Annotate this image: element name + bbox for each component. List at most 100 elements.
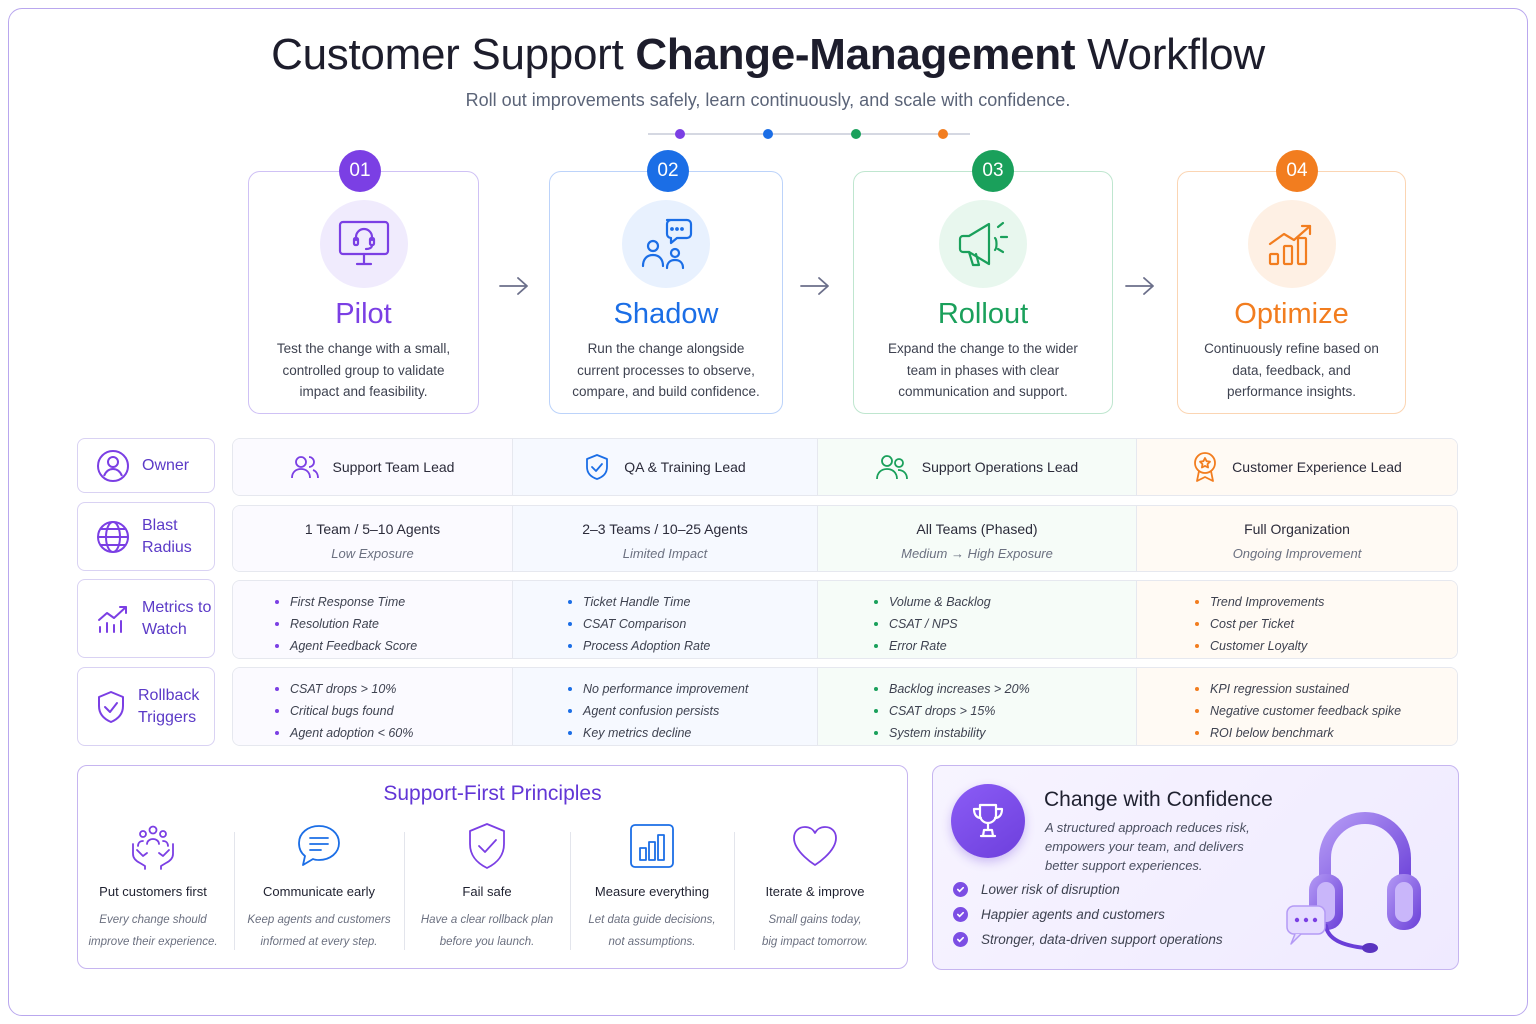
monitor-headset-icon xyxy=(319,200,408,288)
page-title: Customer Support Change-Management Workf… xyxy=(271,30,1265,79)
arrow-right-icon xyxy=(1125,277,1154,295)
confidence-description: A structured approach reduces risk, empo… xyxy=(1045,820,1250,873)
owner-cell: Customer Experience Lead xyxy=(1137,439,1457,495)
bar-chart-icon xyxy=(578,818,726,874)
confidence-panel: Change with Confidence A structured appr… xyxy=(932,765,1459,970)
metric-item: Trend Improvements xyxy=(1195,591,1324,613)
check-item: Lower risk of disruption xyxy=(953,882,1120,897)
step-description: Test the change with a small, controlled… xyxy=(276,341,451,399)
trigger-item: Backlog increases > 20% xyxy=(874,678,1030,700)
people-chat-icon xyxy=(622,200,710,288)
blast-radius-cell: All Teams (Phased)Medium → High Exposure xyxy=(818,506,1137,571)
step-card-shadow: Shadow Run the change alongside current … xyxy=(549,171,783,414)
trigger-item: Key metrics decline xyxy=(568,722,748,744)
trigger-item: ROI below benchmark xyxy=(1195,722,1401,744)
step-number-badge: 03 xyxy=(972,150,1014,192)
metric-item: Volume & Backlog xyxy=(874,591,991,613)
people-icon xyxy=(290,456,319,479)
check-icon xyxy=(953,932,968,947)
step-description: Run the change alongside current process… xyxy=(572,341,760,399)
growth-chart-icon xyxy=(1247,200,1336,288)
hands-people-icon xyxy=(83,818,223,874)
trigger-item: No performance improvement xyxy=(568,678,748,700)
owner-text: QA & Training Lead xyxy=(624,459,746,475)
principles-title: Support-First Principles xyxy=(383,782,602,805)
trigger-item: KPI regression sustained xyxy=(1195,678,1401,700)
step-number-badge: 04 xyxy=(1276,150,1318,192)
rollback-cell: Backlog increases > 20%CSAT drops > 15%S… xyxy=(818,668,1137,745)
metric-item: Cost per Ticket xyxy=(1195,613,1324,635)
divider xyxy=(734,832,735,950)
shield-check-icon xyxy=(414,818,560,874)
award-badge-icon xyxy=(1194,452,1217,482)
trigger-item: Agent adoption < 60% xyxy=(275,722,413,744)
check-icon xyxy=(953,882,968,897)
owner-cell: Support Team Lead xyxy=(233,439,513,495)
step-card-pilot: Pilot Test the change with a small, cont… xyxy=(248,171,479,414)
step-card-rollout: Rollout Expand the change to the wider t… xyxy=(853,171,1113,414)
progress-dot-2 xyxy=(763,129,773,139)
step-title: Rollout xyxy=(937,298,1029,330)
trigger-item: Critical bugs found xyxy=(275,700,413,722)
owner-text: Support Operations Lead xyxy=(921,459,1079,475)
step-card-optimize: Optimize Continuously refine based on da… xyxy=(1177,171,1406,414)
page-subtitle: Roll out improvements safely, learn cont… xyxy=(465,90,1071,110)
metric-item: Error Rate xyxy=(874,635,991,657)
progress-dots-line xyxy=(648,133,970,135)
metric-item: CSAT Comparison xyxy=(568,613,710,635)
metric-item: Ticket Handle Time xyxy=(568,591,710,613)
arrow-right-icon xyxy=(800,277,829,295)
divider xyxy=(404,832,405,950)
trigger-item: CSAT drops > 15% xyxy=(874,700,1030,722)
principle-item: Iterate & improve Small gains today,big … xyxy=(742,818,888,958)
trigger-item: System instability xyxy=(874,722,1030,744)
owner-text: Support Team Lead xyxy=(332,459,455,475)
step-description: Expand the change to the wider team in p… xyxy=(888,341,1078,399)
trigger-item: Agent confusion persists xyxy=(568,700,748,722)
trend-chart-icon xyxy=(98,605,127,633)
team-icon xyxy=(875,455,908,480)
metric-item: Customer Loyalty xyxy=(1195,635,1324,657)
headset-illustration xyxy=(1286,812,1421,953)
step-title: Shadow xyxy=(613,298,719,330)
shield-check-icon xyxy=(98,690,124,723)
metric-item: Process Adoption Rate xyxy=(568,635,710,657)
trigger-item: Negative customer feedback spike xyxy=(1195,700,1401,722)
arrow-right-icon xyxy=(499,277,528,295)
step-title: Optimize xyxy=(1234,298,1349,330)
step-number-badge: 02 xyxy=(647,150,689,192)
megaphone-icon xyxy=(939,200,1027,288)
heart-icon xyxy=(742,818,888,874)
metric-item: Agent Feedback Score xyxy=(275,635,417,657)
check-icon xyxy=(953,907,968,922)
progress-dot-3 xyxy=(851,129,861,139)
trophy-icon xyxy=(951,784,1025,858)
divider xyxy=(234,832,235,950)
check-item: Stronger, data-driven support operations xyxy=(953,932,1223,947)
owner-cell: QA & Training Lead xyxy=(513,439,818,495)
step-description: Continuously refine based on data, feedb… xyxy=(1204,341,1379,399)
step-number-badge: 01 xyxy=(339,150,381,192)
user-circle-icon xyxy=(97,449,129,482)
divider xyxy=(570,832,571,950)
progress-dot-4 xyxy=(938,129,948,139)
principle-item: Communicate early Keep agents and custom… xyxy=(244,818,394,958)
